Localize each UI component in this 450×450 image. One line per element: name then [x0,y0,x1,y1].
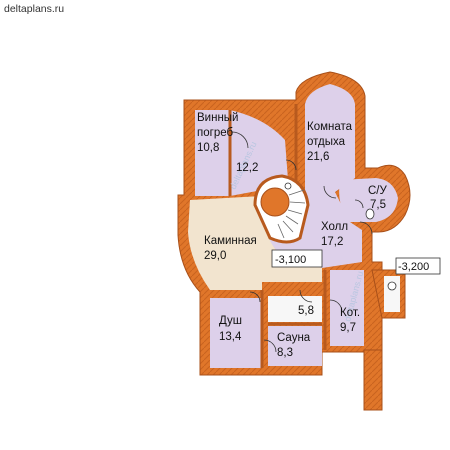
rest-line1: Комната [307,121,353,133]
hall-line1: Холл [321,221,348,233]
room-labels: Винный погреб 10,8 12,2 Комната отдыха 2… [197,112,388,359]
annex-interior [384,276,400,312]
toilet-icon [365,208,375,220]
site-label: deltaplans.ru [4,3,64,15]
room-wine-cellar [195,110,230,196]
fire-area: 29,0 [204,250,226,262]
wc-line1: С/У [368,185,388,197]
room-stair [230,110,288,196]
door-arc [329,299,343,313]
door-arc [359,221,373,235]
wall-stub [363,349,383,411]
door-arc [263,339,277,353]
level-mark-1: -3,100 [275,254,306,266]
room-rest [305,84,355,192]
door-arc [249,291,261,303]
boiler-area: 9,7 [340,322,356,334]
tread [288,189,305,196]
door-arc [323,185,337,199]
room-small [268,296,322,322]
fixtures [284,182,397,291]
wine-line1: Винный [197,112,239,124]
door-arc [231,131,249,149]
tread [289,201,306,204]
post-icon [284,182,292,190]
small-area: 5,8 [298,305,314,317]
level-box-1 [271,249,323,268]
shower-area: 13,4 [219,331,242,343]
tread [282,220,294,233]
door-arc [285,159,297,171]
stair-treads [277,189,306,239]
tread [285,215,299,225]
sauna-area: 8,3 [277,347,293,359]
room-wc [339,178,398,222]
fire-line1: Каминная [204,235,257,247]
tread [287,209,303,215]
level-mark-2: -3,200 [398,261,429,273]
doors [231,131,373,353]
shower-line1: Душ [219,315,242,327]
stair-core [260,187,290,217]
room-sauna [268,326,322,366]
spiral-stair [253,174,310,244]
stair-area: 12,2 [236,162,258,174]
drain-icon [387,281,397,291]
wc-area: 7,5 [370,199,386,211]
room-boiler [330,270,364,346]
door-arc [354,199,364,209]
hall-area: 17,2 [321,236,343,248]
tread [277,223,285,239]
level-box-2 [395,257,441,275]
rest-line2: отдыха [307,136,346,148]
rest-area: 21,6 [307,151,329,163]
room-shower [210,298,262,368]
wine-area: 10,8 [197,142,219,154]
level-marks: -3,100 -3,200 [271,249,441,275]
rooms [188,84,400,368]
sauna-line1: Сауна [277,332,311,344]
wine-line2: погреб [197,127,233,139]
boiler-line1: Кот. [340,307,360,319]
door-arc [299,289,313,303]
